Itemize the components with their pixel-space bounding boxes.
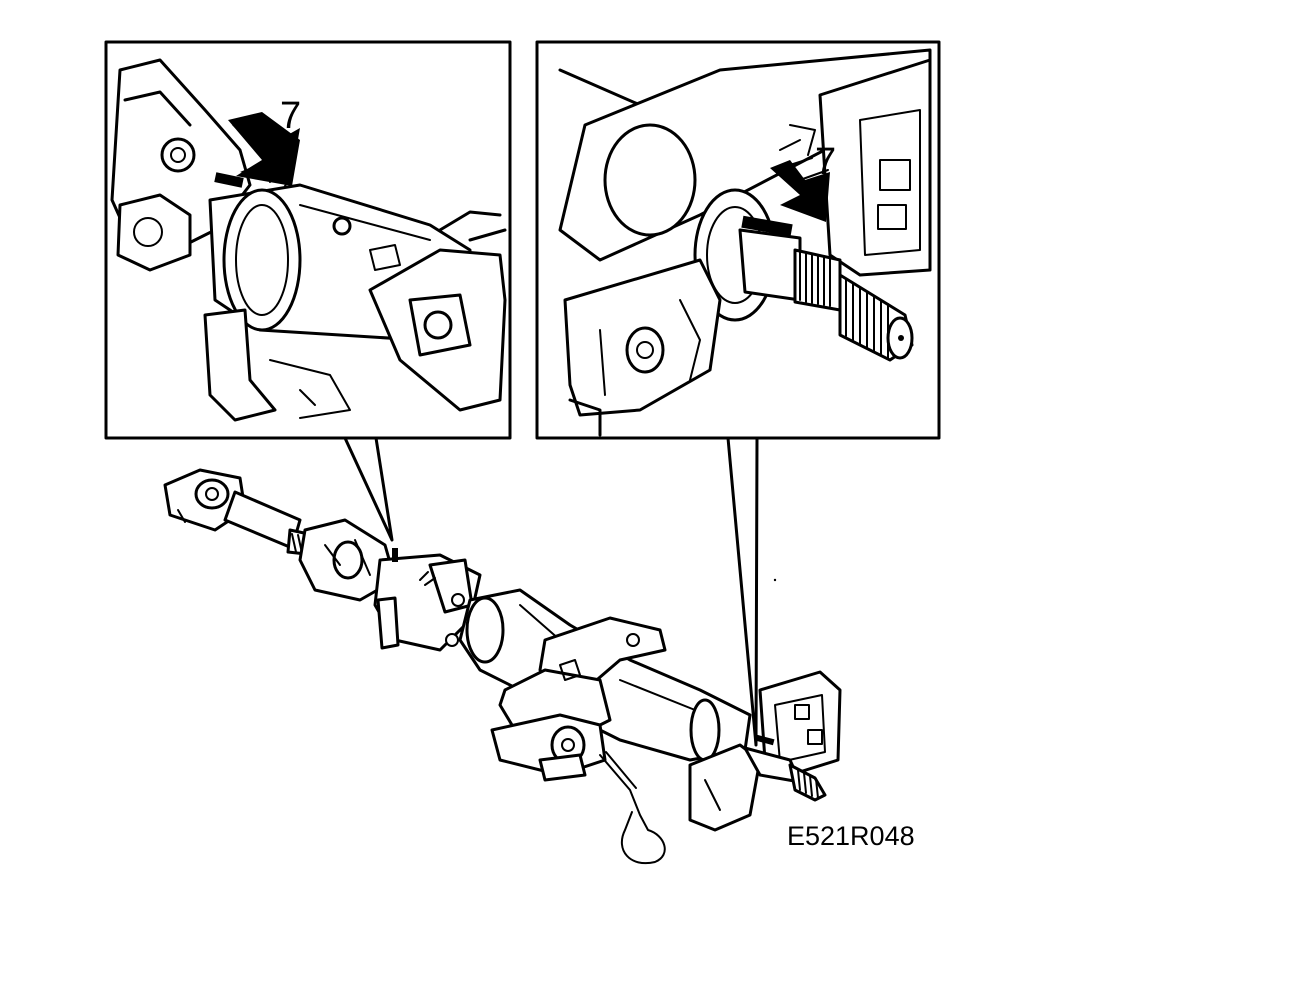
- inset-right-frame: [535, 40, 941, 440]
- callout-number-right: 7: [815, 141, 836, 183]
- steering-column-assembly: [163, 468, 842, 865]
- detail-inset-left: 7: [104, 40, 512, 440]
- leader-right: [726, 436, 759, 747]
- inset-left-frame: [104, 40, 512, 440]
- callout-number-left: 7: [280, 95, 301, 137]
- figure-code-label: E521R048: [787, 821, 915, 851]
- leader-left: [343, 436, 394, 542]
- detail-inset-right: 7: [535, 40, 941, 440]
- shaft-splines: [799, 251, 831, 307]
- stray-dot: [773, 578, 777, 582]
- leader-lines: [343, 436, 759, 747]
- inset-right-drawing: [558, 48, 932, 437]
- shaft-thread: [845, 279, 889, 359]
- inset-left-drawing: [110, 58, 507, 422]
